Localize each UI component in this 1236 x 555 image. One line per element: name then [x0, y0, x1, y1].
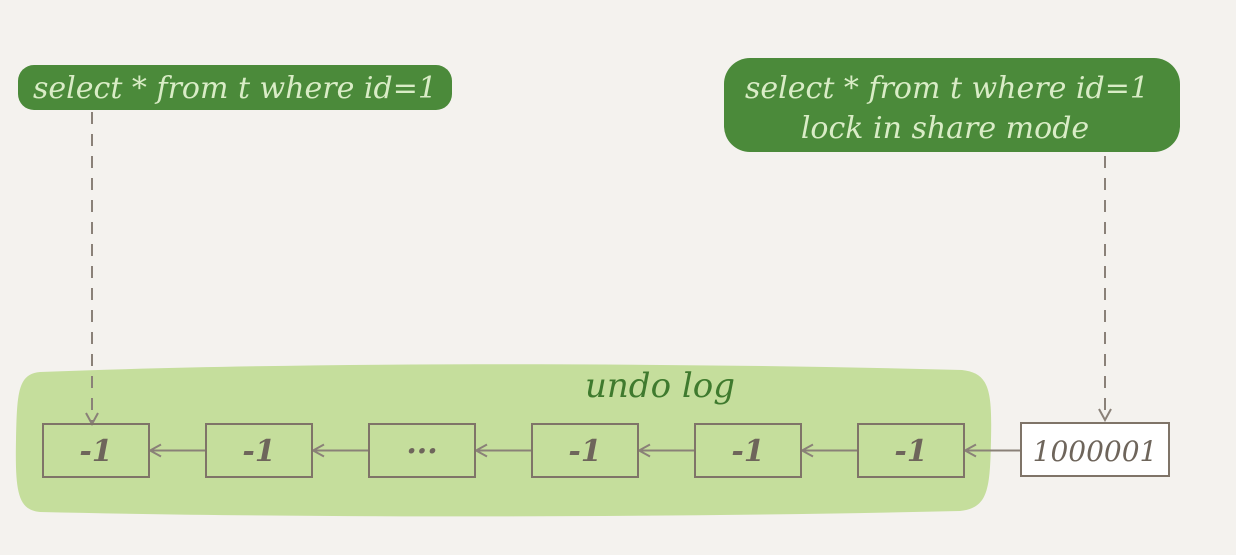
version-value: -1: [242, 434, 275, 469]
version-value: -1: [568, 434, 601, 469]
undo-log-area: [15, 364, 992, 517]
current-row-value: 1000001: [1033, 435, 1158, 468]
version-value: -1: [731, 434, 764, 469]
version-box: [205, 423, 313, 478]
left-query-line-1: select * from t where id=1: [33, 71, 437, 106]
undo-log-label: undo log: [585, 366, 735, 406]
version-value: -1: [894, 434, 927, 469]
version-value: -1: [79, 434, 112, 469]
right-query-line-1: select * from t where id=1: [745, 71, 1149, 106]
version-box: [694, 423, 802, 478]
version-box: [531, 423, 639, 478]
version-box: [368, 423, 476, 478]
version-box: [42, 423, 150, 478]
version-value: ···: [406, 434, 437, 469]
right-query-line-2: lock in share mode: [801, 111, 1089, 146]
version-box: [857, 423, 965, 478]
right-query-bubble: [724, 58, 1180, 152]
current-row-box: [1020, 422, 1170, 477]
left-query-bubble: [18, 65, 452, 110]
